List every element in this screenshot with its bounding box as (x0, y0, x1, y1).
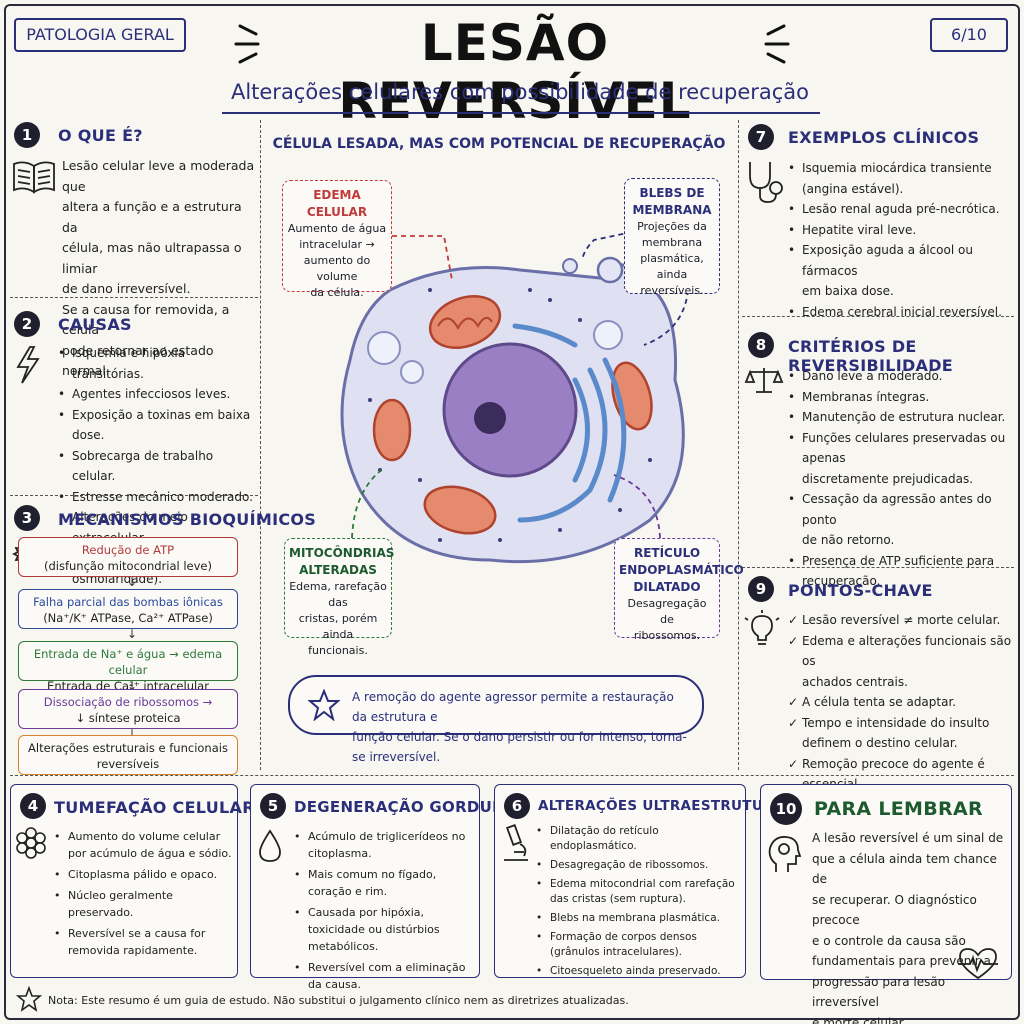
callout-mitochondria: MITOCÔNDRIAS ALTERADAS Edema, rarefação … (284, 538, 394, 657)
callout-arrows (351, 231, 689, 539)
heart-pulse-icon (958, 948, 998, 980)
list-item: Dano leve a moderado. (786, 366, 1016, 387)
lightbulb-icon (744, 610, 780, 645)
section-10-title: PARA LEMBRAR (814, 798, 983, 820)
list-item: definem o destino celular. (802, 736, 958, 750)
list-item: discretamente prejudicadas. (802, 471, 974, 486)
page-subtitle: Alterações celulares com possibilidade d… (230, 80, 810, 104)
list-item: em baixa dose. (802, 284, 894, 298)
section-3-title: MECANISMOS BIOQUÍMICOS (58, 510, 317, 529)
section-7-list: Isquemia miocárdica transiente (angina es… (786, 158, 1016, 322)
page-frame (4, 4, 1020, 1020)
footer-star-icon (16, 986, 42, 1012)
section-3-number: 3 (14, 505, 40, 531)
list-item: Edema cerebral inicial reversível. (786, 302, 1016, 323)
footer-note: Nota: Este resumo é um guia de estudo. N… (48, 994, 629, 1007)
section-10-number: 10 (770, 793, 802, 825)
divider-bottom (10, 775, 1014, 776)
section-6-list: Dilatação do retículo endoplasmático.Des… (534, 824, 740, 983)
section-4-title: TUMEFAÇÃO CELULAR (54, 798, 255, 817)
page-title: LESÃO REVERSÍVEL (338, 14, 692, 130)
section-7-title: EXEMPLOS CLÍNICOS (788, 128, 980, 147)
subject-tag: PATOLOGIA GERAL (14, 18, 186, 52)
section-8-list: Dano leve a moderado.Membranas íntegras.… (786, 366, 1016, 592)
page-number: 6/10 (930, 18, 1008, 52)
book-icon (13, 161, 55, 194)
section-4-list: Aumento do volume celular por acúmulo de… (52, 828, 232, 963)
list-item: Exposição aguda a álcool ou fármacos (786, 240, 1016, 281)
divider-s1 (10, 297, 258, 298)
list-item: Lesão renal aguda pré-necrótica. (786, 199, 1016, 220)
flow-step: Redução de ATP(disfunção mitocondrial le… (18, 537, 238, 577)
flow-step: Dissociação de ribossomos →↓ síntese pro… (18, 689, 238, 729)
spark-right-icon (764, 24, 790, 64)
section-1-title: O QUE É? (58, 126, 143, 145)
scales-icon (744, 368, 784, 393)
list-item: Funções celulares preservadas ou apenas (786, 428, 1016, 469)
list-item: Presença de ATP suficiente para (786, 551, 1016, 572)
flow-arrow: ↓ (127, 575, 138, 589)
cell-illustration (340, 256, 685, 564)
list-item: A célula tenta se adaptar. (786, 692, 1016, 713)
list-item: Membranas íntegras. (786, 387, 1016, 408)
list-item: Lesão reversível ≠ morte celular. (786, 610, 1016, 631)
list-item: de não retorno. (802, 533, 895, 547)
droplet-icon (259, 829, 281, 862)
lightning-icon (16, 346, 40, 384)
center-note: A remoção do agente agressor permite a r… (288, 675, 704, 764)
star-icon (308, 689, 340, 721)
list-item: achados centrais. (802, 674, 908, 689)
section-1-number: 1 (14, 122, 40, 148)
section-5-title: DEGENERAÇÃO GORDUROSA (294, 798, 541, 816)
list-item: Hepatite viral leve. (786, 220, 1016, 241)
section-6-number: 6 (504, 793, 530, 819)
divider-right (738, 120, 739, 770)
section-4-number: 4 (20, 793, 46, 819)
section-8-number: 8 (748, 332, 774, 358)
section-9-number: 9 (748, 576, 774, 602)
stethoscope-icon (749, 162, 783, 203)
section-5-list: Acúmulo de triglicerídeos no citoplasma.… (292, 828, 474, 997)
section-2-number: 2 (14, 311, 40, 337)
subtitle-underline (222, 112, 820, 114)
flow-arrow: ↓ (127, 627, 138, 641)
flow-arrow: ↓ (127, 679, 138, 693)
divider-left (260, 120, 261, 770)
microscope-icon (504, 824, 528, 861)
list-item: Edema e alterações funcionais são os (786, 631, 1016, 672)
center-heading: CÉLULA LESADA, MAS COM POTENCIAL DE RECU… (272, 136, 726, 152)
cells-icon (16, 827, 46, 859)
section-5-number: 5 (260, 793, 286, 819)
list-item: Isquemia miocárdica transiente (786, 158, 1016, 179)
list-item: Manutenção de estrutura nuclear. (786, 407, 1016, 428)
section-9-title: PONTOS-CHAVE (788, 581, 933, 600)
list-item: Tempo e intensidade do insulto (786, 713, 1016, 734)
card-10 (760, 784, 1012, 980)
head-icon (768, 836, 802, 872)
list-item: Cessação da agressão antes do ponto (786, 489, 1016, 530)
spark-left-icon (234, 24, 260, 64)
list-item: (angina estável). (802, 181, 904, 196)
section-6-title: ALTERAÇÕES ULTRAESTRUTURAIS (538, 798, 800, 814)
list-item: recuperação. (802, 574, 881, 588)
section-7-number: 7 (748, 124, 774, 150)
flow-arrow: ↓ (127, 727, 138, 741)
flow-step: Falha parcial das bombas iônicas(Na⁺/K⁺ … (18, 589, 238, 629)
callout-reticulum: RETÍCULO ENDOPLASMÁTICO DILATADO Desagre… (614, 538, 744, 642)
section-2-title: CAUSAS (58, 315, 132, 334)
